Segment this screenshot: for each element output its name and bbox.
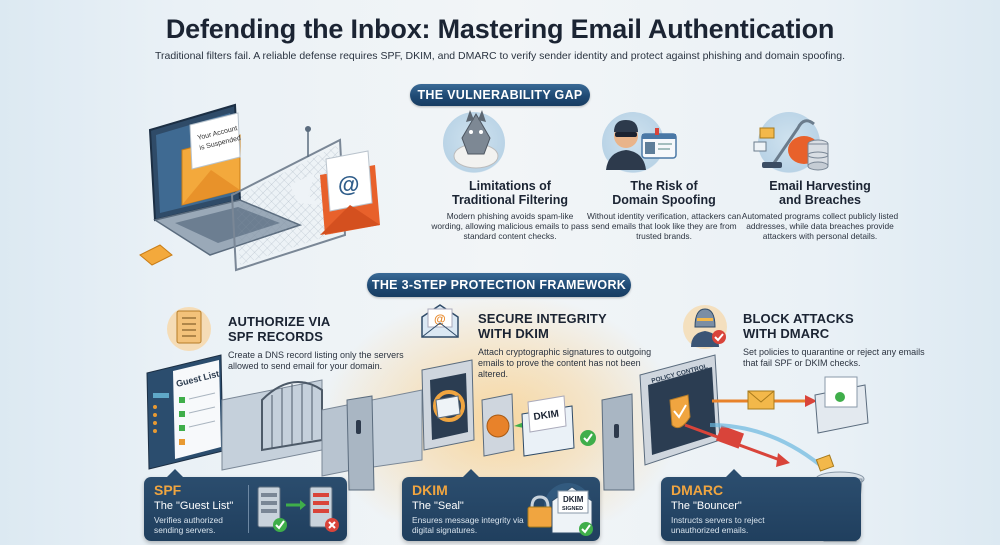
- vuln-card-desc: Automated programs collect publicly list…: [741, 211, 899, 241]
- castle-wall-illustration: DKIM: [221, 359, 635, 491]
- policy-control-illustration: POLICY CONTROL: [639, 354, 869, 467]
- at-symbol: @: [338, 172, 359, 197]
- summary-card-nickname: The "Bouncer": [671, 500, 742, 512]
- small-envelope-icon: [139, 244, 173, 266]
- scroll-checklist-icon: [167, 307, 211, 351]
- summary-card-nickname: The "Guest List": [154, 500, 234, 512]
- card-divider: [248, 485, 249, 533]
- page-subtitle: Traditional filters fail. A reliable def…: [154, 50, 846, 62]
- wax-seal-server-icon: [481, 393, 524, 457]
- rejected-envelope-icon: [684, 423, 822, 467]
- step-desc: Create a DNS record listing only the ser…: [228, 350, 404, 371]
- iron-gate-icon: [261, 381, 323, 452]
- dkim-badge-line2: SIGNED: [562, 506, 583, 512]
- vacuum-database-icon: [753, 119, 829, 171]
- summary-card-spf: SPF The "Guest List" Verifies authorized…: [144, 469, 347, 541]
- approved-envelope-icon: [712, 390, 817, 410]
- right-tower-icon: [601, 393, 635, 491]
- summary-card-nickname: The "Seal": [412, 500, 464, 512]
- knight-shield-icon: [683, 305, 727, 349]
- section-label-vulnerability: THE VULNERABILITY GAP: [410, 84, 590, 106]
- phishing-illustration: Your Account is Suspended @: [139, 103, 380, 272]
- inbox-tray-icon: [814, 376, 869, 434]
- summary-card-desc: Verifies authorized sending servers.: [154, 515, 223, 535]
- masked-thief-with-id-badge-icon: [606, 120, 677, 170]
- summary-card-desc: Instructs servers to reject unauthorized…: [671, 515, 765, 535]
- signed-envelope-lock-icon: DKIM SIGNED: [527, 483, 593, 536]
- vuln-card-desc: Without identity verification, attackers…: [586, 211, 742, 241]
- hooked-envelope-icon: @: [305, 126, 380, 235]
- section-label-framework: THE 3-STEP PROTECTION FRAMEWORK: [367, 273, 631, 297]
- step-desc: Set policies to quarantine or reject any…: [743, 347, 925, 368]
- envelope-at-icon: @: [421, 304, 459, 338]
- summary-card-dkim: DKIM The "Seal" Ensures message integrit…: [402, 469, 600, 541]
- broken-fence-icon: [230, 138, 347, 272]
- summary-card-name: SPF: [154, 482, 182, 498]
- server-approve-reject-icon: [257, 486, 339, 532]
- shield-check-icon: [669, 394, 691, 429]
- summary-card-name: DMARC: [671, 482, 724, 498]
- dkim-envelope-label: DKIM: [533, 409, 560, 423]
- summary-card-dmarc: DMARC The "Bouncer" Instructs servers to…: [661, 469, 861, 541]
- step-desc: Attach cryptographic signatures to outgo…: [478, 347, 652, 379]
- guest-list-screen: Guest List: [146, 354, 224, 470]
- phishing-envelope-icon: Your Account is Suspended: [181, 112, 242, 206]
- signing-vault-icon: [421, 359, 475, 451]
- summary-card-desc: Ensures message integrity via digital si…: [412, 515, 524, 535]
- dkim-badge-line1: DKIM: [563, 495, 584, 504]
- page-title: Defending the Inbox: Mastering Email Aut…: [165, 14, 835, 44]
- wolf-in-sheeps-clothing-icon: [453, 110, 499, 169]
- svg-text:@: @: [434, 312, 446, 326]
- dkim-envelope-icon: DKIM: [521, 395, 596, 457]
- summary-card-name: DKIM: [412, 482, 448, 498]
- vuln-card-desc: Modern phishing avoids spam-like wording…: [431, 211, 589, 241]
- stone-tower-icon: [346, 395, 375, 491]
